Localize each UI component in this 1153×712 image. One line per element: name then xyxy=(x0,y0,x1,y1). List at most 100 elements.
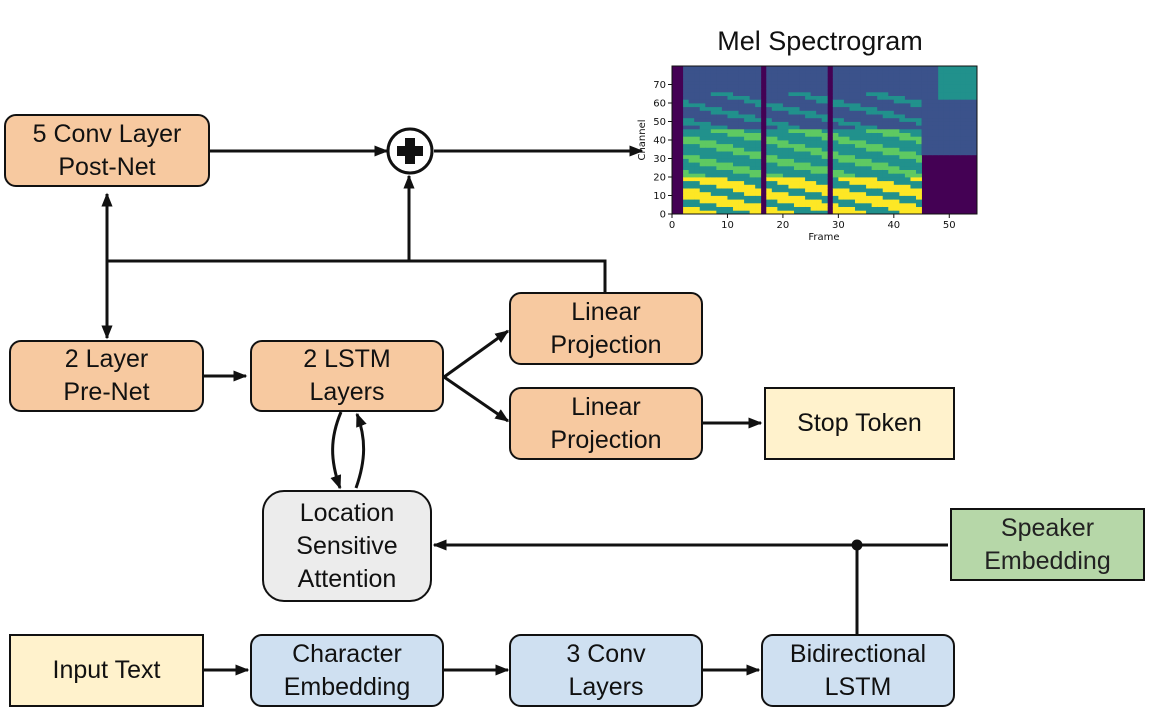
heat-cell xyxy=(810,117,817,122)
heat-cell xyxy=(782,103,789,108)
heat-cell xyxy=(810,121,817,126)
heat-cell xyxy=(927,66,934,71)
heat-cell xyxy=(916,136,922,141)
heat-cell xyxy=(832,128,839,133)
heat-cell xyxy=(782,106,789,111)
heat-cell xyxy=(877,69,884,74)
heat-cell xyxy=(882,128,889,133)
heat-cell xyxy=(688,117,695,122)
heat-cell xyxy=(810,84,817,89)
heat-cell xyxy=(777,80,784,85)
heat-cell xyxy=(938,95,945,100)
heat-cell xyxy=(744,151,751,156)
heat-cell xyxy=(821,110,828,115)
heat-cell xyxy=(893,69,900,74)
heat-cell xyxy=(688,106,695,111)
heat-cell xyxy=(733,117,739,122)
heat-cell xyxy=(816,136,823,141)
linear-projection-top-box: Linear Projection xyxy=(509,292,703,365)
heat-cell xyxy=(688,210,695,215)
heat-cell xyxy=(777,106,784,111)
heat-cell xyxy=(971,117,978,122)
heat-cell xyxy=(871,88,878,93)
heat-cell xyxy=(766,147,773,152)
heat-cell xyxy=(849,117,856,122)
heat-cell xyxy=(927,151,934,156)
heat-cell xyxy=(888,114,895,119)
heat-cell xyxy=(777,147,784,152)
heat-cell xyxy=(932,125,939,130)
heat-cell xyxy=(788,84,795,89)
heat-cell xyxy=(766,151,773,156)
heat-cell xyxy=(965,103,972,108)
heat-cell xyxy=(965,125,972,130)
heat-cell xyxy=(849,80,856,85)
arrow-lstm-to-attention xyxy=(330,411,343,490)
heat-cell xyxy=(755,110,762,115)
heat-cell xyxy=(943,147,950,152)
heat-cell xyxy=(788,69,795,74)
heat-cell xyxy=(788,188,795,193)
heat-cell xyxy=(838,199,845,204)
heat-cell xyxy=(954,80,961,85)
heat-cell xyxy=(838,151,845,156)
heat-cell xyxy=(744,162,751,167)
heat-cell xyxy=(855,147,861,152)
heat-cell xyxy=(694,158,701,163)
heat-cell xyxy=(738,136,745,141)
heat-cell xyxy=(893,177,900,182)
heat-cell xyxy=(694,99,701,104)
heat-cell xyxy=(816,106,823,111)
heat-cell xyxy=(893,173,900,178)
heat-cell xyxy=(916,84,922,89)
heat-cell xyxy=(777,103,784,108)
heat-cell xyxy=(771,66,778,71)
junction-dot xyxy=(851,539,863,551)
heat-cell xyxy=(694,84,701,89)
heat-cell xyxy=(866,162,873,167)
heat-cell xyxy=(843,69,850,74)
heat-cell xyxy=(960,66,967,71)
heat-cell xyxy=(893,125,900,130)
heat-cell xyxy=(710,210,717,215)
heat-cell xyxy=(705,143,712,148)
heat-cell xyxy=(871,95,878,100)
heat-cell xyxy=(805,199,812,204)
heat-cell xyxy=(816,169,823,174)
heat-cell xyxy=(860,110,867,115)
heat-cell xyxy=(954,77,961,82)
heat-cell xyxy=(688,191,695,196)
heat-cell xyxy=(782,77,789,82)
heat-cell xyxy=(683,188,690,193)
heat-cell xyxy=(821,173,828,178)
heat-cell xyxy=(882,80,889,85)
heat-cell xyxy=(782,191,789,196)
heat-cell xyxy=(805,158,812,163)
heat-cell xyxy=(755,125,762,130)
heat-cell xyxy=(721,173,728,178)
heat-cell xyxy=(904,88,911,93)
heat-cell xyxy=(688,195,695,200)
lstm-box: 2 LSTM Layers xyxy=(250,340,444,412)
heat-cell xyxy=(710,151,717,156)
heat-cell xyxy=(943,140,950,145)
heat-cell xyxy=(749,80,756,85)
heat-cell xyxy=(916,199,922,204)
heat-cell xyxy=(810,162,817,167)
heat-cell xyxy=(744,106,751,111)
heat-cell xyxy=(866,103,873,108)
y-tick-label: 10 xyxy=(653,191,666,202)
heat-cell xyxy=(904,206,911,211)
heat-cell xyxy=(777,125,784,130)
heat-cell xyxy=(960,121,967,126)
heat-cell xyxy=(882,95,889,100)
heat-cell xyxy=(771,143,778,148)
heat-cell xyxy=(821,199,828,204)
heat-cell xyxy=(921,84,928,89)
heat-cell xyxy=(788,191,795,196)
heat-cell xyxy=(932,147,939,152)
heat-cell xyxy=(971,110,978,115)
heat-cell xyxy=(832,110,839,115)
heat-cell xyxy=(794,132,800,137)
